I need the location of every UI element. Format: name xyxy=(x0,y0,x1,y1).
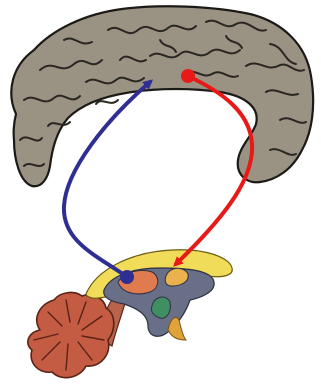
descending-pathway-origin-dot xyxy=(181,69,195,83)
cerebral-cortex xyxy=(11,6,313,186)
cerebellum-group xyxy=(28,292,126,378)
orange-stalk xyxy=(168,317,186,340)
ascending-pathway xyxy=(64,82,150,284)
ascending-pathway-origin-dot xyxy=(120,270,134,284)
cerebellum xyxy=(28,293,114,378)
nucleus-bottom xyxy=(151,297,170,318)
